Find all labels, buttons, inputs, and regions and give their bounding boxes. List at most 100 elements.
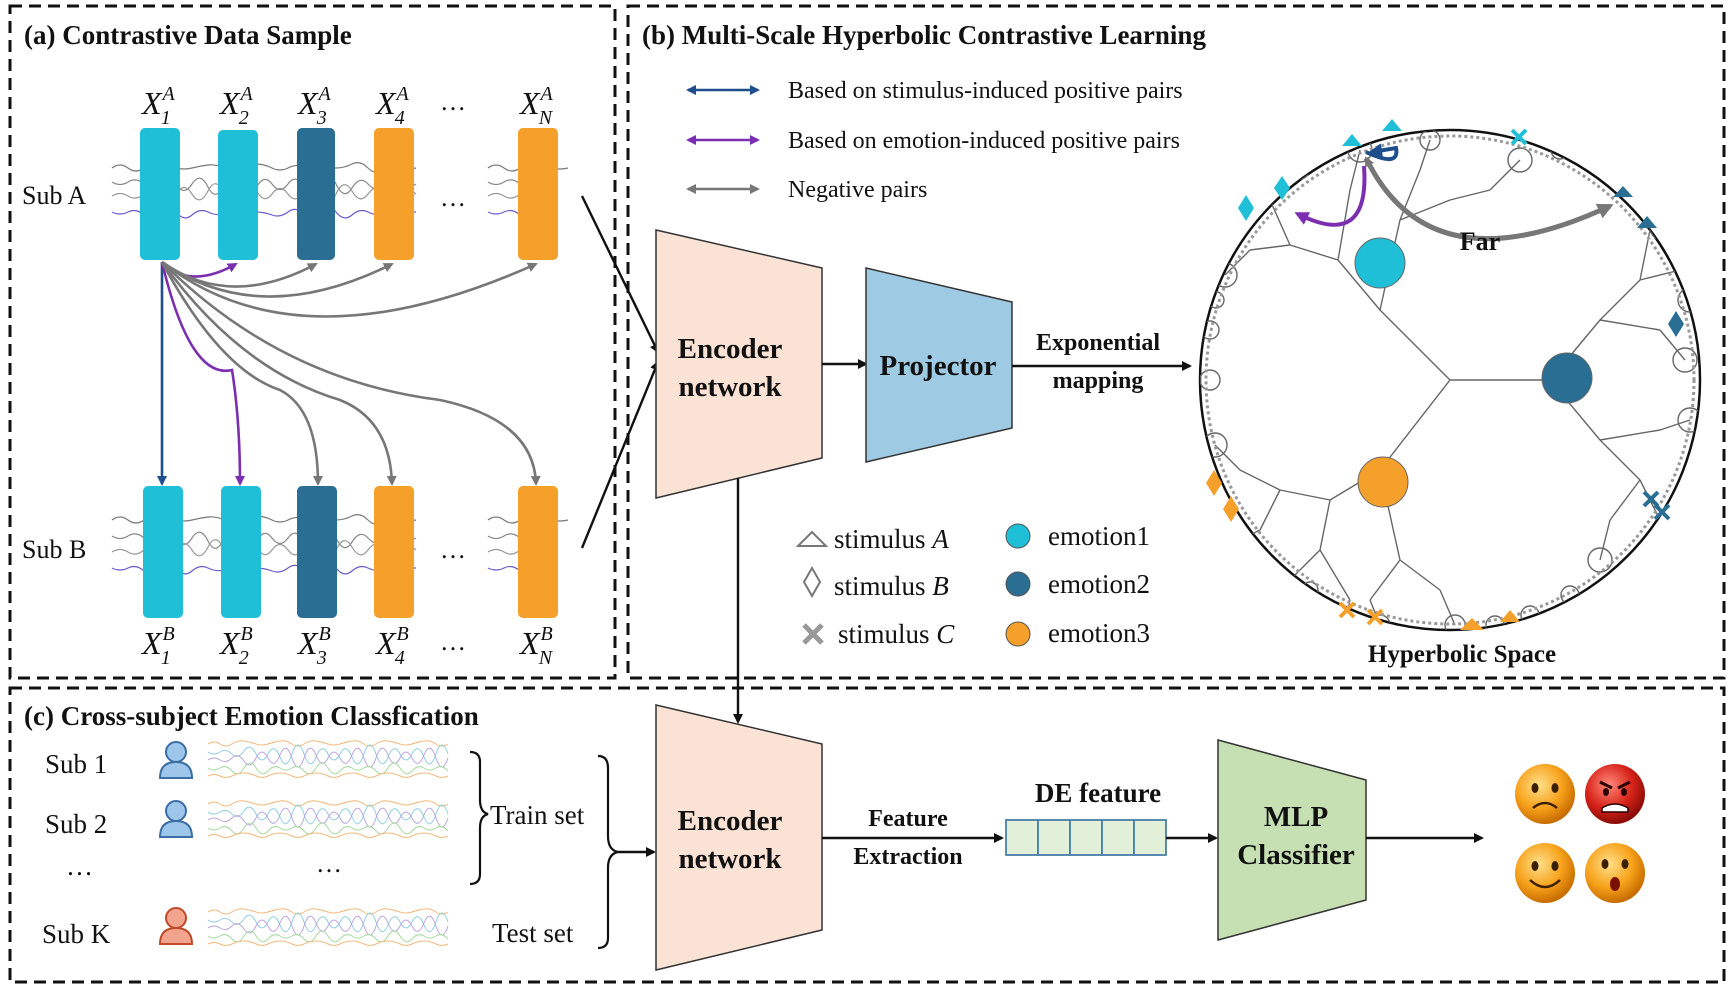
marker-cyan-cross: [1510, 128, 1528, 146]
legend-negative-label: Negative pairs: [788, 177, 927, 203]
merge-brace: [597, 754, 619, 950]
person-icon-k: [158, 907, 194, 945]
mlp-label-2: Classifier: [1237, 839, 1355, 871]
person-icon-2: [158, 800, 194, 838]
ellipsis-top-row: …: [440, 183, 466, 212]
arrow-neg-bottom3: [160, 261, 323, 486]
cross-icon: [802, 623, 824, 645]
train-brace: [469, 750, 489, 886]
encoder-network-block: [655, 229, 823, 499]
mlp-label-1: MLP: [1264, 801, 1328, 833]
sample-bar-b3: [297, 486, 337, 618]
happy-face-icon: [1515, 843, 1575, 903]
sample-bar-a3: [297, 128, 335, 260]
sub-b-label: Sub B: [22, 535, 86, 564]
panel-b-title: (b) Multi-Scale Hyperbolic Contrastive L…: [642, 20, 1206, 50]
mapping-label-1: Exponential: [1036, 330, 1160, 356]
subject-k-label: Sub K: [42, 919, 111, 949]
panel-a-border: [8, 4, 617, 680]
ellipsis-bottom-label: …: [440, 627, 466, 656]
emotion3-label: emotion3: [1048, 618, 1150, 648]
emotion1-label: emotion1: [1048, 521, 1150, 551]
sample-bar-a2: [218, 130, 258, 260]
far-label: Far: [1460, 227, 1500, 256]
de-feature-label: DE feature: [1035, 778, 1161, 808]
pair-arrows: [157, 260, 541, 486]
marker-stimulus-b: stimulus B: [834, 571, 949, 601]
sample-bar-b2: [221, 486, 261, 618]
strip-ellipsis: …: [316, 849, 342, 878]
ellipsis-top-label: …: [440, 87, 466, 116]
disc-emotion-arrow: [1294, 165, 1367, 227]
panel-b: Based on stimulus-induced positive pairs…: [655, 78, 1702, 724]
mlp-classifier-block: [1217, 739, 1367, 941]
marker-teal-cross-1: [1642, 490, 1660, 508]
panel-c-border: [8, 686, 1726, 984]
panel-a-title: (a) Contrastive Data Sample: [24, 20, 352, 50]
panel-b-border: [626, 4, 1726, 680]
arrow-emotion-bottom: [160, 261, 245, 486]
arrow-neg-top4: [161, 260, 394, 298]
sub-a-text: Sub A: [22, 181, 87, 210]
test-set-label: Test set: [492, 918, 574, 948]
subject-2-label: Sub 2: [45, 809, 107, 839]
encoder-c-label-2: network: [678, 843, 782, 875]
marker-cyan-triangle-2: [1342, 134, 1362, 146]
marker-orange-cross-1: [1338, 601, 1356, 619]
marker-orange-cross-2: [1366, 608, 1384, 626]
sub-a-label: Sub A: [22, 181, 87, 210]
projector-block: [865, 267, 1013, 463]
subject-ellipsis-label: …: [66, 851, 93, 881]
sample-bar-bn: [518, 486, 558, 618]
sample-bar-a1: [140, 128, 180, 260]
panel-c: Sub 1 Sub 2 … Sub K …: [42, 704, 1645, 971]
ellipsis-bottom-row: …: [440, 535, 466, 564]
marker-stimulus-a: stimulus A: [834, 524, 949, 554]
arrow-sub-b-to-encoder: [580, 360, 660, 549]
emotion2-dot: [1005, 571, 1031, 597]
marker-teal-triangle-2: [1637, 216, 1657, 228]
marker-cyan-diamond-1: [1274, 176, 1290, 200]
triangle-icon: [795, 530, 829, 547]
eeg-strip-k: [207, 908, 449, 946]
mapping-label-2: mapping: [1053, 368, 1144, 394]
encoder-label-1: Encoder: [678, 333, 783, 365]
marker-teal-triangle-1: [1613, 186, 1633, 197]
arrow-sub-a-to-encoder: [580, 195, 660, 354]
eeg-strip-2: [207, 800, 449, 838]
projector-label: Projector: [880, 350, 997, 382]
arrow-neg-bottom4: [160, 261, 397, 486]
centroid-emotion3: [1357, 456, 1409, 508]
feature-label-2: Extraction: [853, 844, 962, 870]
centroid-emotion1: [1354, 237, 1406, 289]
angry-face-icon: [1585, 764, 1645, 824]
emotion3-dot: [1005, 621, 1031, 647]
subject-1-label: Sub 1: [45, 749, 107, 779]
surprised-face-icon: [1585, 843, 1645, 903]
marker-teal-diamond: [1668, 311, 1684, 337]
emotion1-dot: [1005, 523, 1031, 549]
panel-a: Sub A Sub B: [22, 83, 660, 669]
arrow-neg-topn: [161, 260, 538, 318]
emotion2-label: emotion2: [1048, 569, 1150, 599]
marker-cyan-triangle-1: [1382, 119, 1402, 131]
legend-emotion-label: Based on emotion-induced positive pairs: [788, 128, 1180, 154]
marker-orange-triangle-1: [1460, 618, 1484, 630]
marker-stimulus-c: stimulus C: [838, 619, 955, 649]
feature-label-1: Feature: [868, 806, 948, 832]
disc-negative-arrow: [1363, 156, 1614, 242]
marker-orange-diamond-1: [1206, 470, 1222, 496]
diamond-icon: [802, 565, 822, 599]
person-icon-1: [158, 741, 194, 779]
encoder-label-2: network: [678, 371, 782, 403]
